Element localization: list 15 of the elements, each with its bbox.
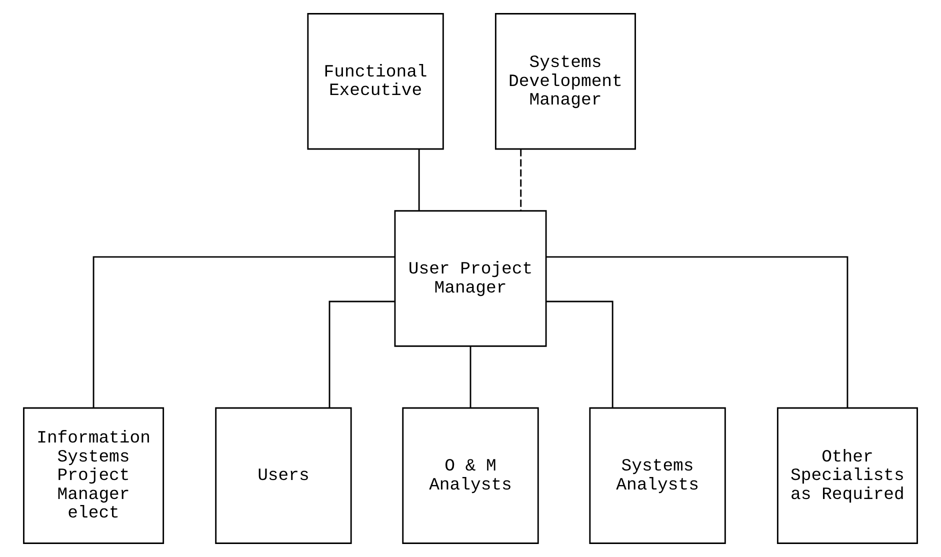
node-box: Systems Development Manager bbox=[494, 13, 636, 150]
connector bbox=[546, 256, 848, 408]
node-box: O & M Analysts bbox=[402, 407, 539, 544]
connector bbox=[546, 300, 614, 408]
connector bbox=[520, 149, 522, 211]
connector bbox=[328, 300, 395, 408]
node-box: Functional Executive bbox=[307, 13, 444, 150]
connector bbox=[418, 149, 420, 211]
node-box: Information Systems Project Manager elect bbox=[23, 407, 164, 544]
node-box: User Project Manager bbox=[394, 210, 547, 347]
connector bbox=[470, 346, 472, 408]
node-box: Systems Analysts bbox=[589, 407, 726, 544]
node-box: Other Specialists as Required bbox=[776, 407, 918, 544]
connector bbox=[92, 256, 395, 408]
node-box: Users bbox=[215, 407, 352, 544]
